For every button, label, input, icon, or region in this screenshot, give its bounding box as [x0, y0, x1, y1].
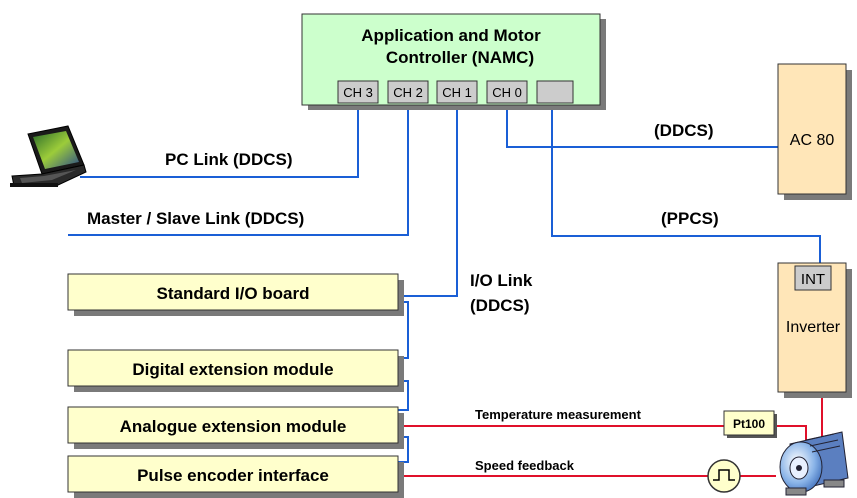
io-link-label-line1: I/O Link — [470, 271, 533, 290]
motor-icon — [779, 431, 849, 496]
temperature-line — [774, 425, 807, 442]
inverter-unit: INT Inverter — [777, 262, 852, 398]
namc-controller: Application and Motor Controller (NAMC) … — [301, 13, 606, 110]
laptop-icon — [10, 125, 87, 187]
io-link-label-line2: (DDCS) — [470, 296, 530, 315]
module-label: Digital extension module — [132, 360, 333, 379]
channel-label: CH 1 — [442, 85, 472, 100]
channel-label: CH 3 — [343, 85, 373, 100]
channel-label: CH 0 — [492, 85, 522, 100]
module-label: Standard I/O board — [156, 284, 309, 303]
pt100-sensor: Pt100 — [723, 410, 777, 438]
channel-port-ppcs[interactable] — [536, 80, 574, 104]
inverter-label: Inverter — [786, 319, 841, 336]
inverter-link-line — [551, 110, 821, 263]
channel-port-ch2[interactable]: CH 2 — [387, 80, 429, 104]
io-link-line — [396, 110, 458, 297]
channel-port-ch1[interactable]: CH 1 — [436, 80, 478, 104]
module-pulse-encoder: Pulse encoder interface — [67, 455, 404, 498]
master-slave-link-line — [68, 110, 409, 236]
module-label: Pulse encoder interface — [137, 466, 329, 485]
pc-link-label: PC Link (DDCS) — [165, 150, 293, 169]
int-label: INT — [801, 271, 825, 288]
module-label: Analogue extension module — [120, 417, 347, 436]
channel-port-ch0[interactable]: CH 0 — [486, 80, 528, 104]
ac80-link-label: (DDCS) — [654, 121, 714, 140]
ac80-unit: AC 80 — [777, 63, 852, 200]
controller-title-line1: Application and Motor — [361, 26, 541, 45]
temperature-measurement-label: Temperature measurement — [475, 407, 642, 422]
module-digital-extension: Digital extension module — [67, 349, 404, 392]
channel-port-ch3[interactable]: CH 3 — [337, 80, 379, 104]
inverter-link-label: (PPCS) — [661, 209, 719, 228]
controller-title-line2: Controller (NAMC) — [386, 48, 534, 67]
int-port[interactable] — [794, 265, 832, 291]
channel-label: CH 2 — [393, 85, 423, 100]
module-standard-io: Standard I/O board — [67, 273, 404, 316]
electrical-links — [396, 392, 823, 477]
ac80-link-line — [506, 110, 778, 148]
ac80-label: AC 80 — [790, 132, 835, 149]
pc-link-line — [80, 110, 359, 178]
pt100-label: Pt100 — [733, 417, 765, 431]
master-slave-link-label: Master / Slave Link (DDCS) — [87, 209, 304, 228]
pulse-encoder-icon — [707, 459, 741, 493]
module-analogue-extension: Analogue extension module — [67, 406, 404, 449]
speed-feedback-label: Speed feedback — [475, 458, 575, 473]
